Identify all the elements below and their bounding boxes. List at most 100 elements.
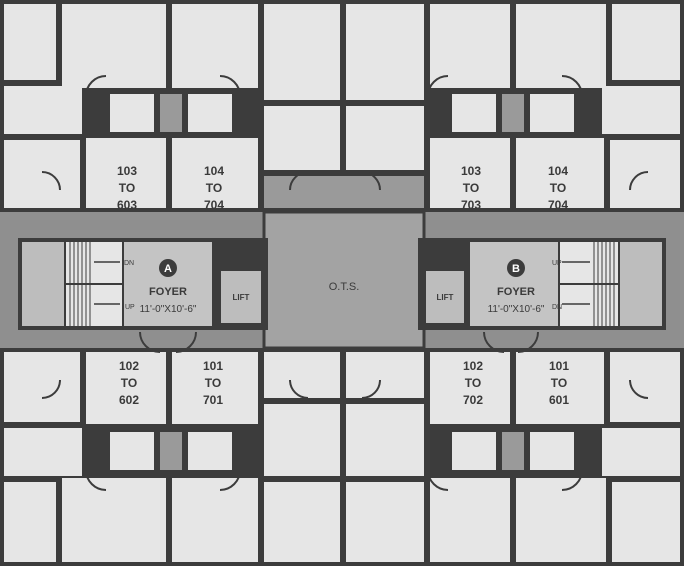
svg-text:603: 603: [117, 198, 137, 212]
svg-text:TO: TO: [206, 181, 222, 195]
svg-text:601: 601: [549, 393, 569, 407]
svg-text:101: 101: [203, 359, 223, 373]
svg-text:102: 102: [463, 359, 483, 373]
stair-b-dn-label: DN: [552, 304, 562, 311]
toilet: [188, 94, 232, 132]
toilet: [110, 94, 154, 132]
upper-wing: [0, 0, 684, 237]
svg-text:101: 101: [549, 359, 569, 373]
svg-text:103: 103: [117, 164, 137, 178]
duct-shaft: [502, 432, 524, 470]
stair-treads: [66, 242, 122, 326]
unit-hall: [86, 138, 166, 208]
foyer-a-name: FOYER: [149, 286, 187, 298]
core-b: [418, 238, 666, 330]
foyer-b-size: 11'-0"X10'-6": [488, 304, 545, 315]
room: [4, 140, 80, 208]
core-marker-b: [507, 259, 525, 277]
unit-hall: [430, 352, 510, 424]
svg-text:701: 701: [203, 393, 223, 407]
landing: [620, 242, 662, 326]
toilet: [452, 432, 496, 470]
toilet: [188, 432, 232, 470]
svg-text:702: 702: [463, 393, 483, 407]
svg-text:602: 602: [119, 393, 139, 407]
room: [602, 428, 680, 476]
lift-a-label: LIFT: [233, 293, 250, 302]
room: [62, 4, 166, 88]
stair-a-dn-label: DN: [124, 260, 134, 267]
unit-label-lower-right-a: 101 TO 701: [203, 359, 223, 407]
toilet: [452, 94, 496, 132]
svg-text:704: 704: [204, 198, 224, 212]
room: [4, 352, 80, 422]
svg-text:704: 704: [548, 198, 568, 212]
room: [172, 4, 258, 88]
ots-label: O.T.S.: [329, 281, 360, 293]
room: [602, 86, 680, 134]
core-a: [18, 238, 268, 330]
room: [346, 404, 424, 476]
room: [264, 404, 340, 476]
svg-text:102: 102: [119, 359, 139, 373]
svg-text:TO: TO: [550, 181, 566, 195]
toilet: [530, 94, 574, 132]
core-marker-a: [159, 259, 177, 277]
toilet: [110, 432, 154, 470]
room: [4, 482, 56, 562]
room: [264, 352, 340, 398]
lower-wing: [0, 331, 684, 566]
svg-text:104: 104: [204, 164, 224, 178]
svg-text:TO: TO: [205, 376, 221, 390]
room: [346, 4, 424, 100]
duct-shaft: [160, 432, 182, 470]
lift-b-label: LIFT: [437, 293, 454, 302]
room: [346, 352, 424, 398]
room: [62, 478, 166, 562]
unit-label-upper-right-a: 104 TO 704: [204, 164, 224, 212]
core-marker-a-letter: A: [164, 263, 172, 275]
stair-b-up-label: UP: [552, 260, 562, 267]
unit-hall: [516, 352, 604, 424]
foyer-b-name: FOYER: [497, 286, 535, 298]
unit-hall: [172, 138, 258, 208]
room: [610, 352, 680, 422]
unit-label-upper-left-b: 103 TO 703: [461, 164, 481, 212]
toilet: [530, 432, 574, 470]
unit-hall: [516, 138, 604, 208]
room: [612, 482, 680, 562]
svg-text:103: 103: [461, 164, 481, 178]
foyer-a-size: 11'-0"X10'-6": [140, 304, 197, 315]
door-swings: [41, 331, 649, 491]
unit-label-lower-left-b: 102 TO 702: [463, 359, 483, 407]
svg-text:TO: TO: [463, 181, 479, 195]
unit-hall: [430, 138, 510, 208]
duct-shaft: [160, 94, 182, 132]
svg-text:TO: TO: [465, 376, 481, 390]
room: [430, 478, 510, 562]
unit-label-upper-left-a: 103 TO 603: [117, 164, 137, 212]
foyer-b: [470, 242, 558, 326]
core-marker-b-letter: B: [512, 263, 520, 275]
room: [264, 4, 340, 100]
room: [4, 4, 56, 80]
unit-hall: [172, 352, 258, 424]
svg-text:TO: TO: [551, 376, 567, 390]
room: [264, 482, 340, 562]
room: [516, 478, 606, 562]
unit-label-upper-right-b: 104 TO 704: [548, 164, 568, 212]
room: [264, 106, 340, 170]
foyer-a: [124, 242, 212, 326]
passage: [264, 176, 424, 208]
svg-text:703: 703: [461, 198, 481, 212]
room: [346, 106, 424, 170]
lift-a: [221, 271, 261, 323]
unit-hall: [86, 352, 166, 424]
lift-b: [426, 271, 464, 323]
room: [172, 478, 258, 562]
room: [430, 4, 510, 88]
central-band: [0, 210, 684, 350]
ots-shaft: [262, 210, 426, 350]
unit-label-lower-left-a: 102 TO 602: [119, 359, 139, 407]
